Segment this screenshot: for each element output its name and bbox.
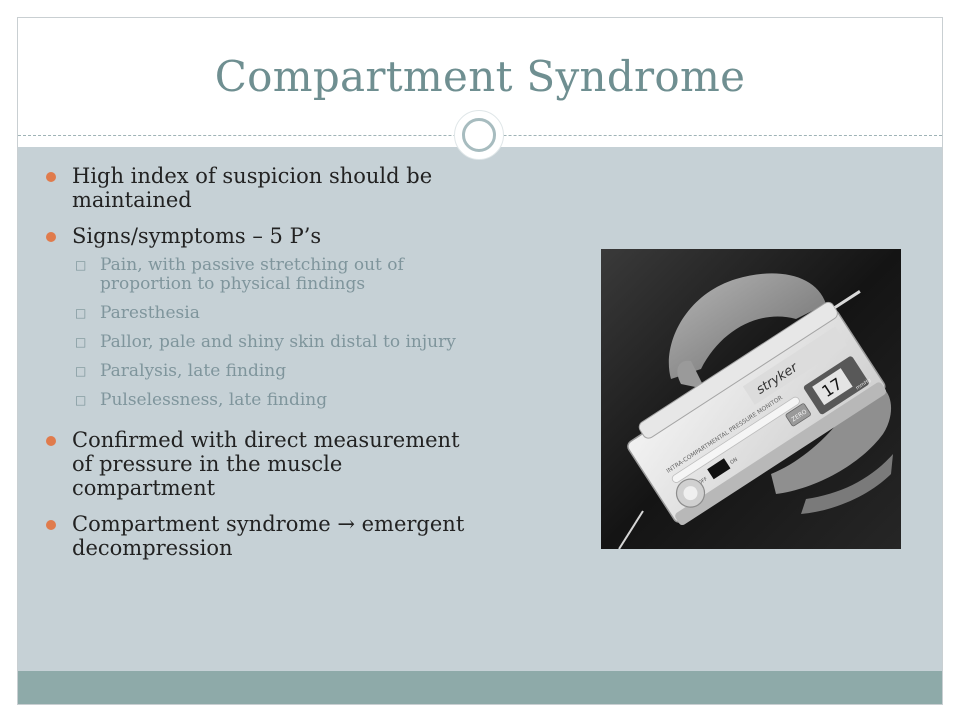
bullet-text: Compartment syndrome → emergent decompre… [72,512,465,560]
sub-bullet-text: Pulselessness, late finding [100,390,328,410]
bullet-text: Confirmed with direct measurement of pre… [72,428,460,500]
sub-bullet-text: Pain, with passive stretching out of pro… [100,255,404,294]
square-bullet-icon: □ [75,258,87,272]
sub-bullet-item: □ Paresthesia [72,304,484,323]
sub-bullet-item: □ Paralysis, late finding [72,362,484,381]
bullet-text: Signs/symptoms – 5 P’s [72,224,322,248]
slide: Compartment Syndrome High index of suspi… [17,17,943,705]
off-label: OFF [697,476,708,486]
ring-inner [462,118,496,152]
footer-bar [18,671,942,704]
square-bullet-icon: □ [75,306,87,320]
bullet-item: Confirmed with direct measurement of pre… [44,428,484,500]
bullet-dot-icon [46,436,56,446]
sub-bullet-item: □ Pain, with passive stretching out of p… [72,256,484,294]
sub-bullet-text: Paresthesia [100,303,200,323]
square-bullet-icon: □ [75,364,87,378]
square-bullet-icon: □ [75,335,87,349]
sub-bullet-item: □ Pallor, pale and shiny skin distal to … [72,333,484,352]
bullet-dot-icon [46,172,56,182]
bullet-item: High index of suspicion should be mainta… [44,164,484,212]
sub-bullet-text: Pallor, pale and shiny skin distal to in… [100,332,456,352]
bullet-text: High index of suspicion should be mainta… [72,164,433,212]
sub-bullet-item: □ Pulselessness, late finding [72,391,484,410]
bullet-dot-icon [46,232,56,242]
pressure-monitor-photo: stryker INTRA-COMPARTMENTAL PRESSURE MON… [601,249,901,549]
slide-title: Compartment Syndrome [214,52,746,101]
bullet-item: Signs/symptoms – 5 P’s □ Pain, with pass… [44,224,484,410]
bullet-item: Compartment syndrome → emergent decompre… [44,512,484,560]
sub-bullet-text: Paralysis, late finding [100,361,287,381]
square-bullet-icon: □ [75,393,87,407]
pressure-monitor-illustration: stryker INTRA-COMPARTMENTAL PRESSURE MON… [601,249,901,549]
on-label: ON [729,457,739,466]
ring-ornament-icon [454,110,504,160]
sub-bullet-list: □ Pain, with passive stretching out of p… [72,256,484,410]
bullet-dot-icon [46,520,56,530]
bullet-list: High index of suspicion should be mainta… [44,164,484,572]
